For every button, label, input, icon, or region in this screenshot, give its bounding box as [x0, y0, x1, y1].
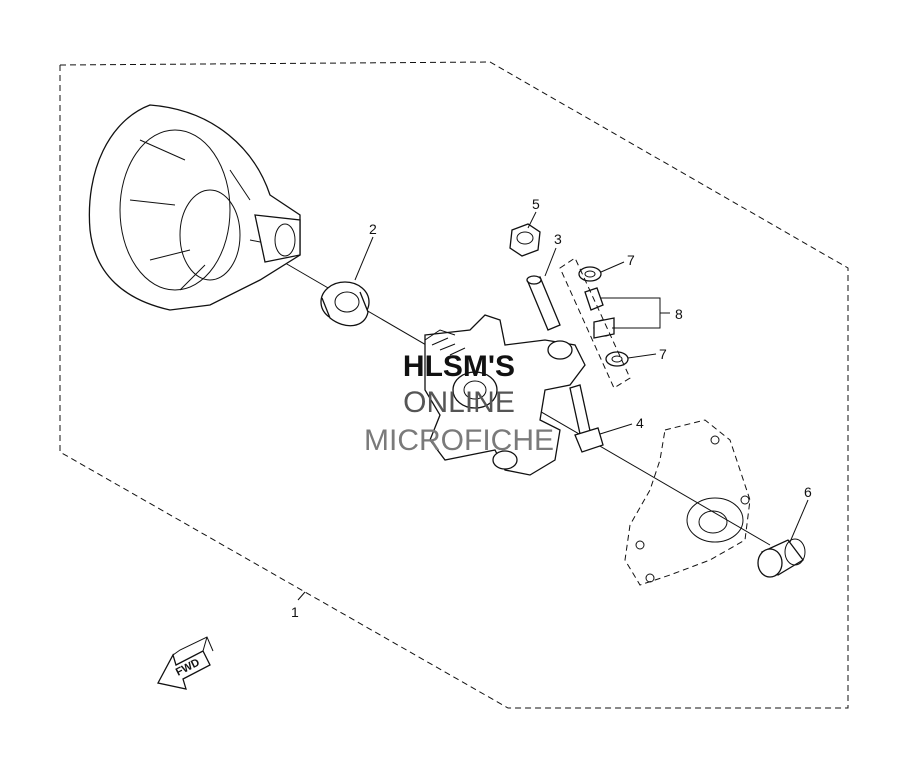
collar-lower-part-8	[593, 317, 615, 339]
watermark-line-3: MICROFICHE	[364, 424, 554, 457]
primary-sheave-housing	[88, 104, 301, 311]
fwd-arrow-icon: FWD	[157, 636, 214, 690]
callout-1: 1	[291, 604, 299, 620]
cover-plate	[624, 419, 751, 586]
bushing-part-2	[320, 281, 370, 327]
leader-4	[599, 423, 633, 435]
leader-6	[789, 499, 809, 543]
bolt-part-4	[569, 384, 604, 453]
watermark-line-2: ONLINE	[403, 386, 515, 419]
callout-3: 3	[554, 231, 562, 247]
callout-7-lower: 7	[659, 346, 667, 362]
leader-7b	[627, 353, 657, 359]
assembly-boundary	[59, 61, 849, 709]
leader-7a	[600, 261, 625, 273]
callout-6: 6	[804, 484, 812, 500]
washer-upper-part-7	[578, 266, 602, 282]
callout-7-upper: 7	[627, 252, 635, 268]
leader-3	[544, 247, 557, 277]
washer-group-bracket	[559, 257, 631, 389]
pin-part-3	[526, 275, 561, 331]
leader-2	[354, 236, 374, 281]
leader-5	[527, 211, 537, 229]
leader-8	[600, 297, 670, 329]
washer-lower-part-7	[605, 351, 629, 367]
nut-part-5	[509, 223, 541, 257]
spider-hub-assembly	[424, 314, 586, 476]
leader-1	[297, 591, 306, 601]
callout-2: 2	[369, 221, 377, 237]
callout-5: 5	[532, 196, 540, 212]
watermark-line-1: HLSM'S	[403, 350, 515, 383]
callout-8: 8	[675, 306, 683, 322]
callout-4: 4	[636, 415, 644, 431]
bushing-part-6	[757, 538, 806, 578]
